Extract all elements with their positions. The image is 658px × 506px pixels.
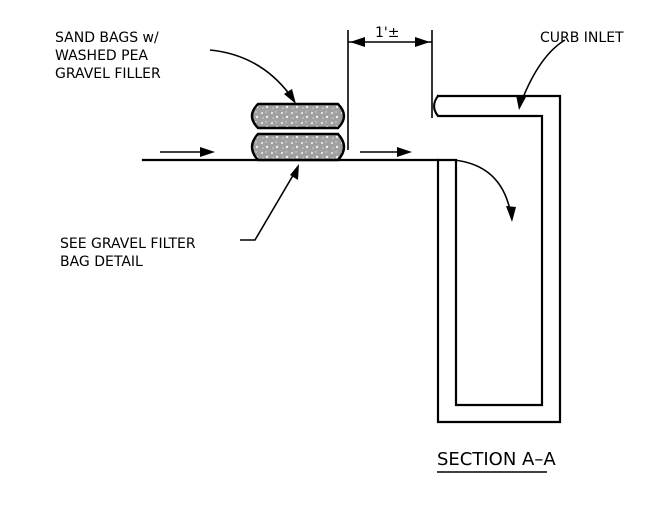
sand-bags-label-line2: WASHED PEA: [55, 48, 148, 64]
leader-curb-inlet: [516, 39, 566, 110]
sand-bags-label-line1: SAND BAGS w/: [55, 30, 159, 46]
flow-arrow-left: [160, 147, 215, 157]
dimension-label: 1'±: [375, 25, 400, 41]
dimension-marker: 1'±: [347, 25, 433, 150]
inlet-flow-arrow: [453, 159, 516, 222]
sand-bags-label-line3: GRAVEL FILLER: [55, 66, 161, 82]
sand-bags: [250, 102, 346, 162]
curb-inlet-label: CURB INLET: [540, 30, 624, 46]
leader-sand-bags: [209, 49, 296, 104]
section-title: SECTION A–A: [437, 449, 556, 470]
see-detail-label-line1: SEE GRAVEL FILTER: [60, 236, 196, 252]
see-detail-label-line2: BAG DETAIL: [60, 254, 143, 270]
flow-arrow-right: [360, 147, 412, 157]
sand-bag-bottom: [250, 132, 346, 162]
leader-see-detail: [240, 164, 299, 241]
sand-bag-top: [250, 102, 346, 130]
curb-inlet-structure: [432, 94, 562, 424]
